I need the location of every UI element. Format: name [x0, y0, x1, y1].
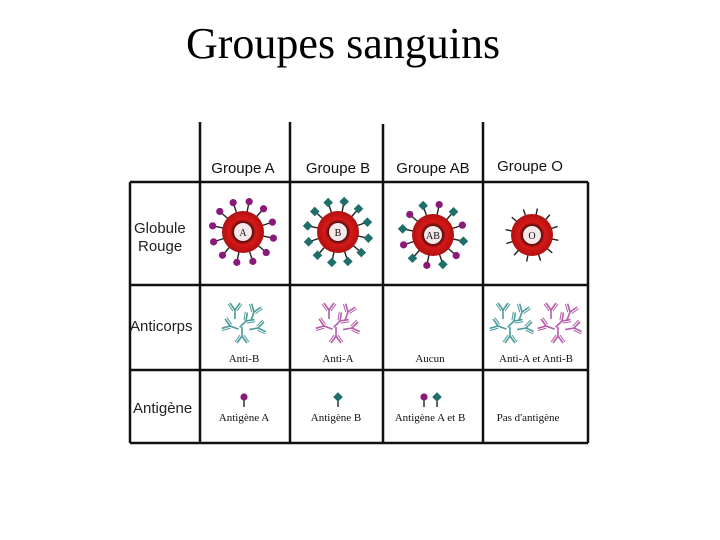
row-label-globule: Globule — [134, 220, 186, 237]
antigen-b-marker — [364, 233, 374, 243]
row-label-anticorps: Anticorps — [130, 318, 193, 335]
antibody-y — [315, 317, 335, 336]
antigene-caption-b: Antigène B — [311, 412, 361, 424]
antigen-a-marker — [230, 199, 237, 206]
anti-a-cluster — [315, 303, 360, 343]
antigen-stalk — [538, 254, 540, 261]
row-label-antigene: Antigène — [133, 400, 192, 417]
antigen-stalk — [512, 217, 517, 222]
antigen-b-marker — [327, 258, 337, 268]
antibody-y — [537, 317, 557, 336]
antigens — [240, 392, 441, 407]
antigen-a-marker — [233, 259, 240, 266]
antibody-y — [322, 303, 336, 319]
col-header-groupe-ab: Groupe AB — [396, 160, 469, 177]
antigen-b-symbol — [432, 392, 442, 407]
antigen-b-marker — [304, 237, 314, 247]
cell-letter-ab: AB — [426, 231, 440, 242]
antigen-b-marker — [323, 198, 333, 208]
antigen-b-marker — [398, 224, 408, 234]
col-header-groupe-o: Groupe O — [497, 158, 563, 175]
col-header-groupe-b: Groupe B — [306, 160, 370, 177]
antigen-a-marker — [249, 258, 256, 265]
antigen-a-marker — [216, 208, 223, 215]
antigen-stalk — [527, 255, 528, 262]
anticorps-caption-o: Anti-A et Anti-B — [499, 353, 573, 365]
antigen-a-marker — [423, 262, 430, 269]
antigen-b-marker — [339, 197, 349, 207]
antigene-caption-ab: Antigène A et B — [395, 412, 466, 424]
anti-a-cluster-o — [537, 303, 582, 343]
antigen-a-symbol — [240, 393, 247, 407]
cell-letter-a: A — [239, 228, 247, 239]
antigen-b-symbol — [333, 392, 343, 407]
antibody-y — [489, 317, 509, 336]
cell-letter-o: O — [528, 231, 535, 242]
antigen-a-marker — [400, 241, 407, 248]
antigen-b-marker — [363, 217, 373, 227]
cell-letter-b: B — [335, 228, 342, 239]
antigen-a-marker — [270, 235, 277, 242]
col-header-groupe-a: Groupe A — [211, 160, 274, 177]
antibody-y — [228, 303, 242, 319]
row-label-rouge: Rouge — [138, 238, 182, 255]
antibodies — [221, 303, 582, 343]
antigen-a-symbol — [420, 393, 427, 407]
antigen-a-marker — [436, 201, 443, 208]
anticorps-caption-a: Anti-B — [229, 353, 260, 365]
antibody-y — [496, 303, 510, 319]
antigene-caption-o: Pas d'antigène — [497, 412, 560, 424]
antigen-stalk — [547, 248, 552, 253]
antigen-a-marker — [263, 249, 270, 256]
antigen-stalk — [552, 239, 559, 240]
antigen-stalk — [506, 241, 513, 243]
anticorps-caption-b: Anti-A — [322, 353, 353, 365]
antigen-a-marker — [210, 238, 217, 245]
antigen-a-marker — [209, 222, 216, 229]
antigen-b-marker — [438, 260, 448, 270]
antigen-stalk — [551, 226, 558, 228]
antigen-b-marker — [343, 257, 353, 267]
antibody-y — [221, 317, 241, 336]
antigen-a-marker — [246, 198, 253, 205]
anti-b-cluster — [221, 303, 266, 343]
antigen-a-marker — [459, 222, 466, 229]
antigen-b-marker — [459, 236, 469, 246]
anti-b-cluster-o — [489, 303, 534, 343]
antigen-a-marker — [269, 219, 276, 226]
antigen-stalk — [514, 250, 519, 255]
antigen-stalk — [545, 215, 550, 220]
antigene-caption-a: Antigène A — [219, 412, 269, 424]
anticorps-caption-ab: Aucun — [415, 353, 445, 365]
antigen-a-marker — [219, 252, 226, 259]
antigen-b-marker — [303, 221, 313, 231]
antigen-a-marker — [406, 211, 413, 218]
antigen-a-marker — [260, 205, 267, 212]
antigen-stalk — [523, 209, 525, 216]
antigen-stalk — [506, 230, 513, 231]
antibody-y — [544, 303, 558, 319]
antigen-a-marker — [453, 252, 460, 259]
antigen-b-marker — [418, 201, 428, 211]
antigen-stalk — [536, 209, 537, 216]
